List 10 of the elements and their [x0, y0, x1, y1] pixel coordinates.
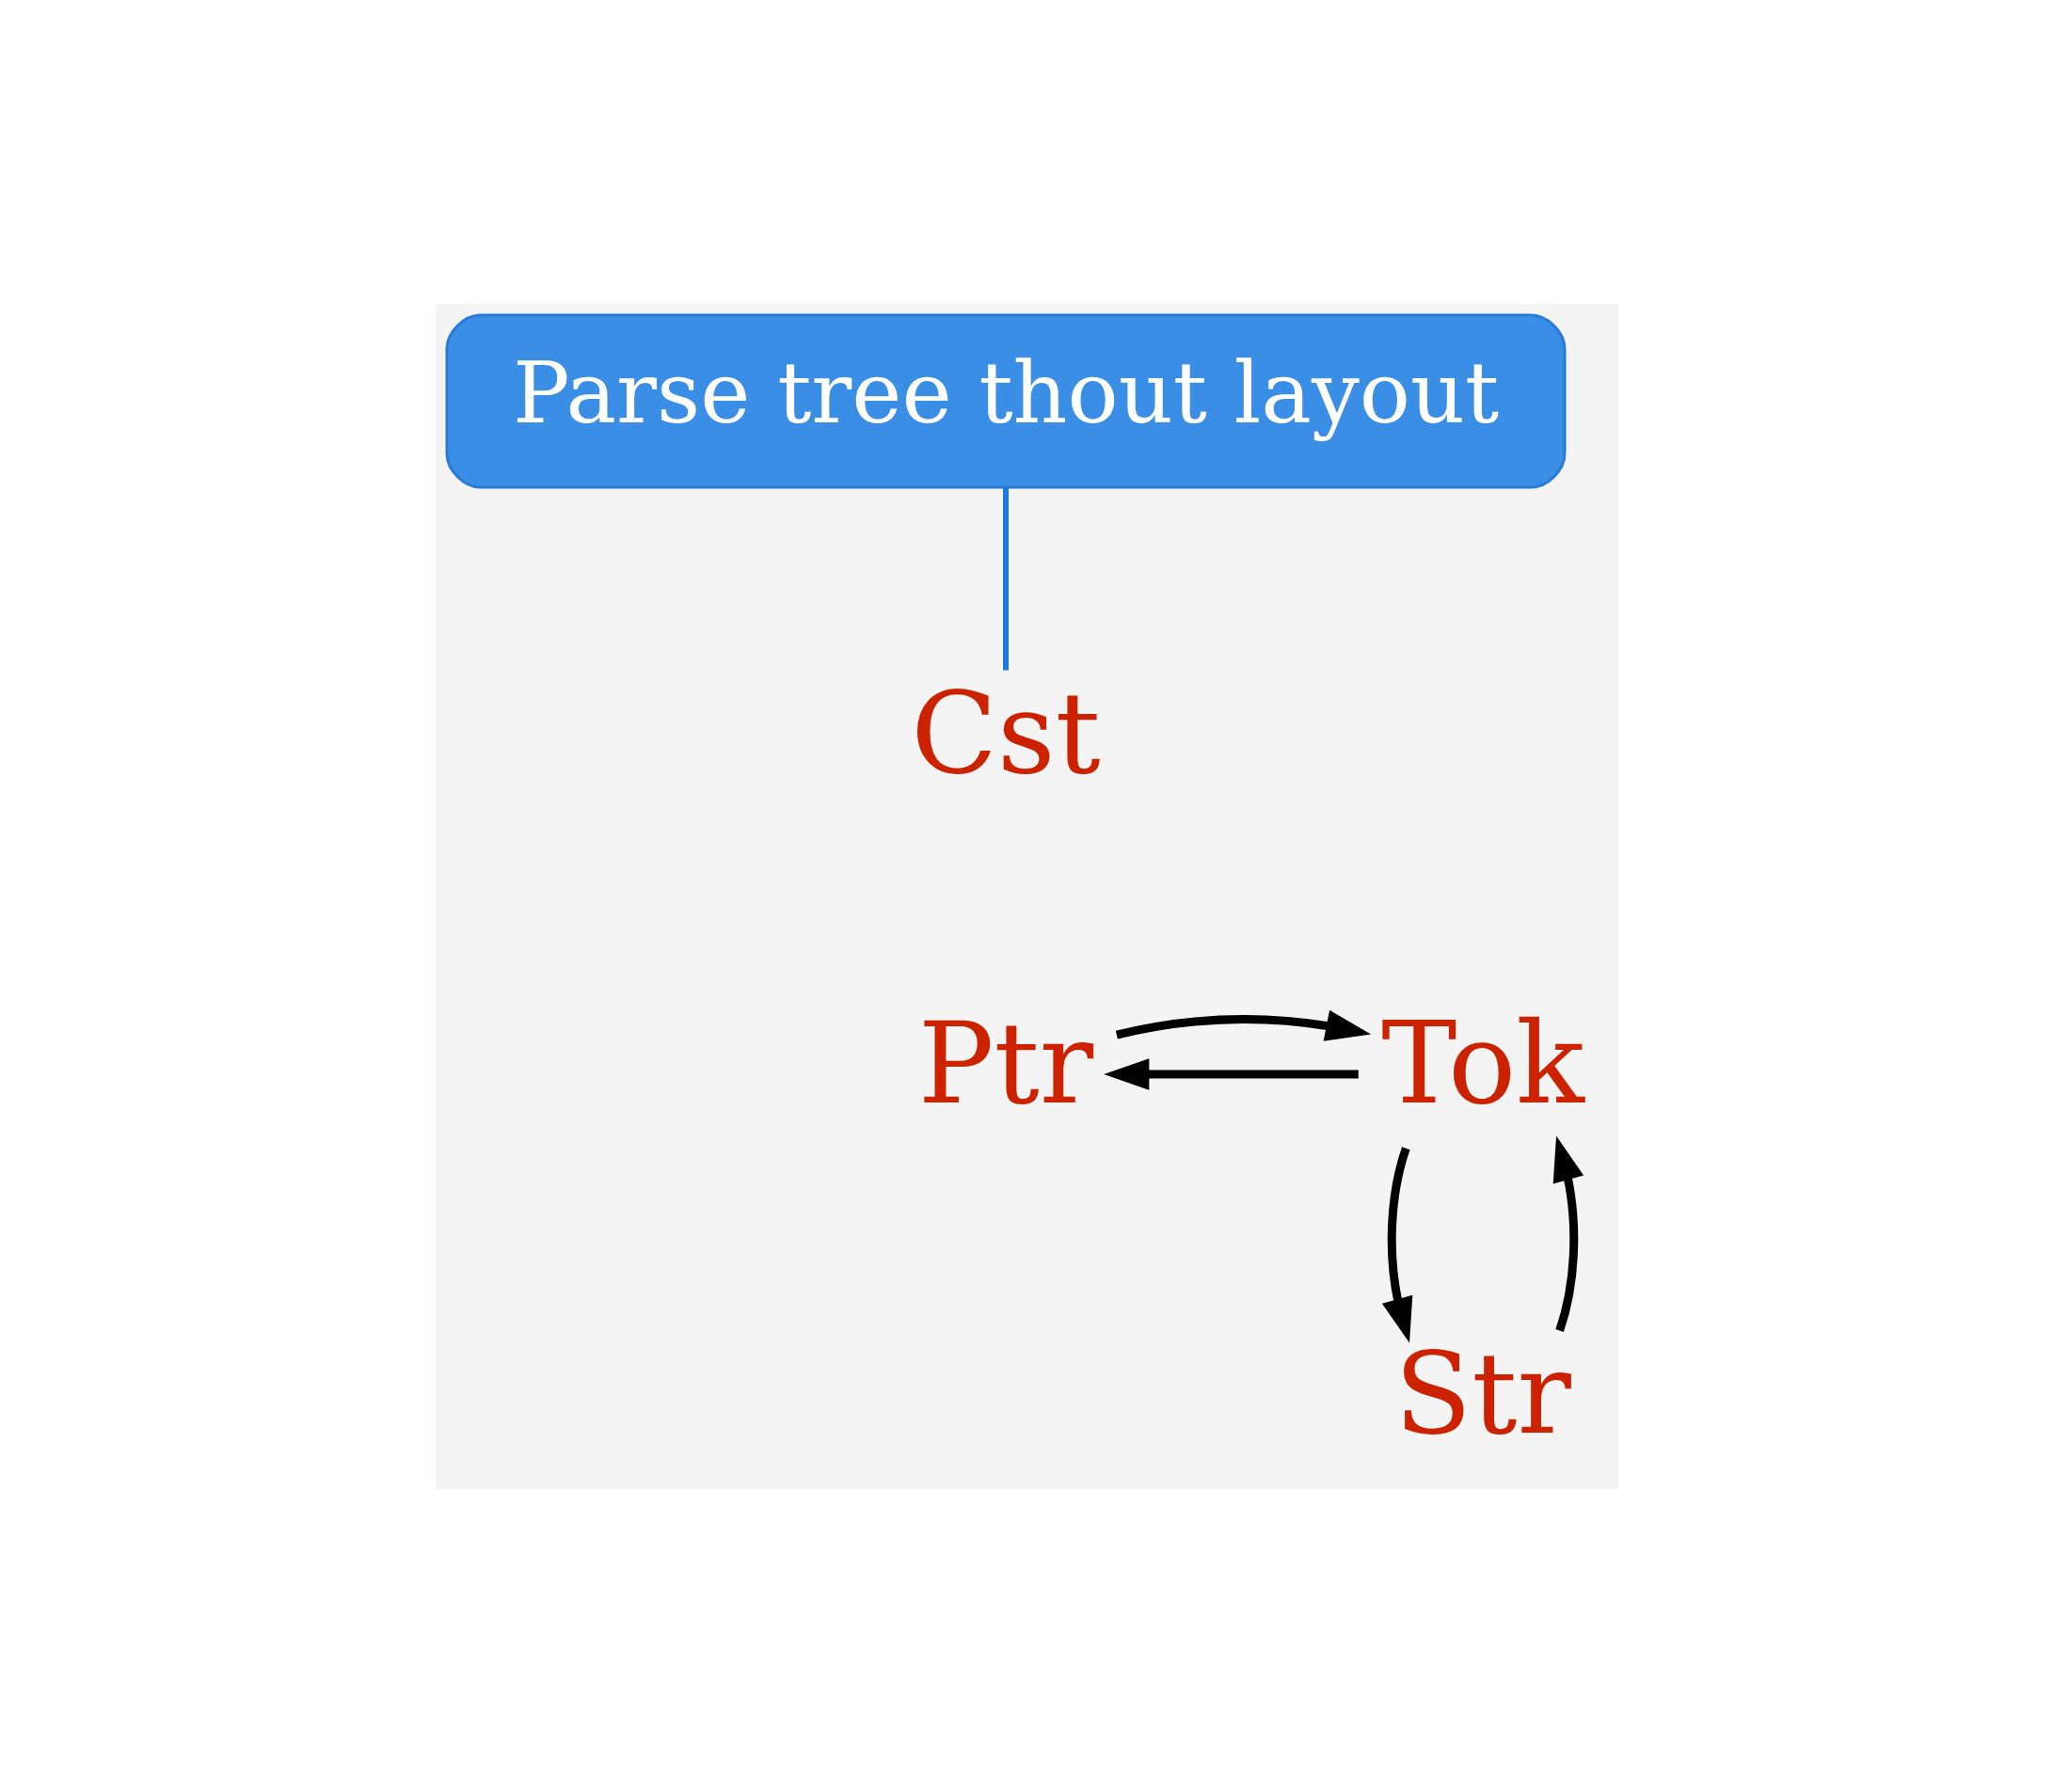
arrow [1103, 1057, 1359, 1090]
arrow [1381, 1146, 1412, 1343]
node-box: Parse tree thout layout [445, 313, 1566, 488]
connector [1002, 486, 1009, 670]
node-text: Ptr [917, 997, 1093, 1129]
node-text: Str [1393, 1327, 1571, 1459]
arrow [1115, 1009, 1371, 1041]
node-text: Tok [1380, 997, 1584, 1129]
node-text: Cst [910, 667, 1101, 799]
arrow [1552, 1135, 1584, 1332]
